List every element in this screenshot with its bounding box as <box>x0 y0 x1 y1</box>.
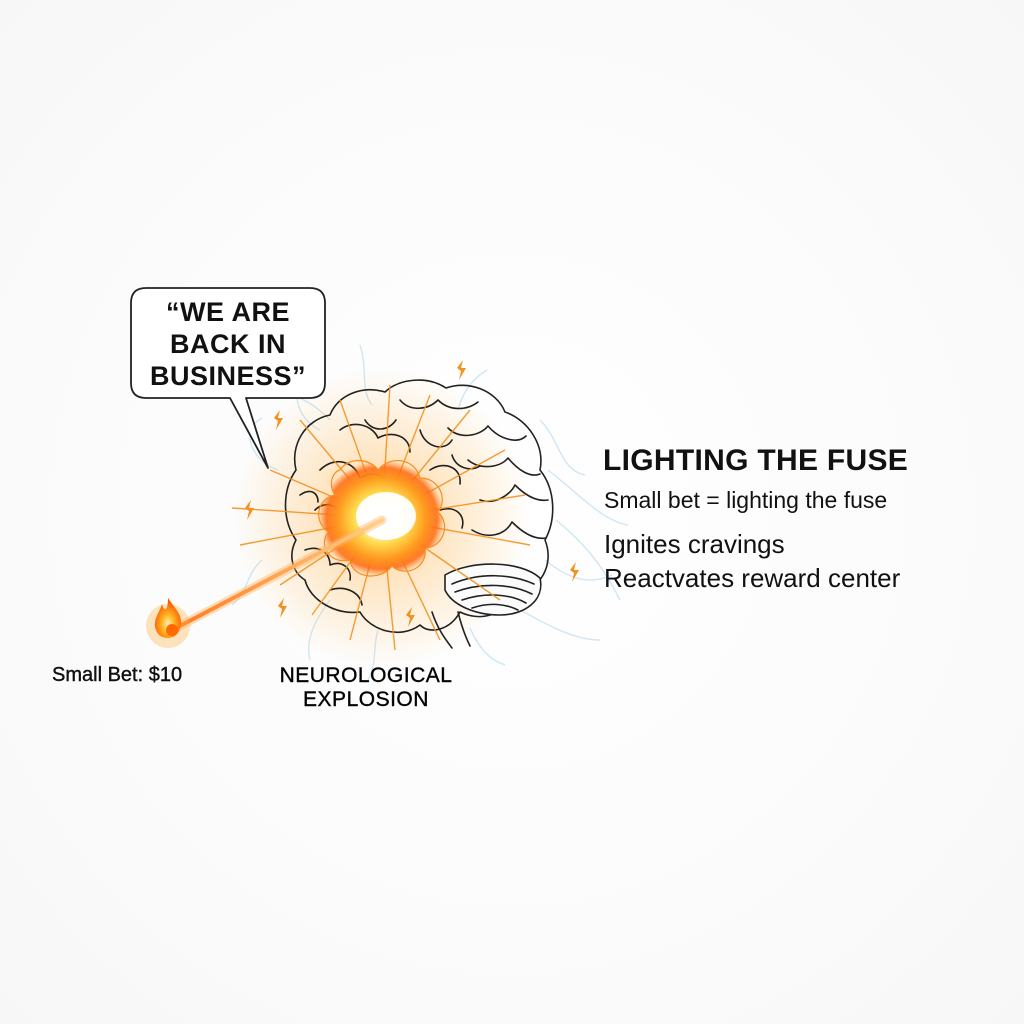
speech-bubble <box>130 287 326 469</box>
explosion-label-line-2: EXPLOSION <box>303 688 429 711</box>
quote-line-2: BACK IN <box>170 329 286 359</box>
quote-line-1: “WE ARE <box>166 297 290 327</box>
explosion-label-line-1: NEUROLOGICAL <box>279 664 453 687</box>
match-flame-icon <box>146 598 190 648</box>
small-bet-label: Small Bet: $10 <box>52 664 183 686</box>
panel-title: LIGHTING THE FUSE <box>603 444 909 477</box>
panel-item-reward-center: Reactvates reward center <box>604 563 901 593</box>
spark-bolts <box>245 360 579 627</box>
match-stick <box>171 515 387 633</box>
quote-line-3: BUSINESS” <box>149 361 307 391</box>
panel-item-cravings: Ignites cravings <box>604 529 785 559</box>
panel-subtitle: Small bet = lighting the fuse <box>604 487 888 513</box>
